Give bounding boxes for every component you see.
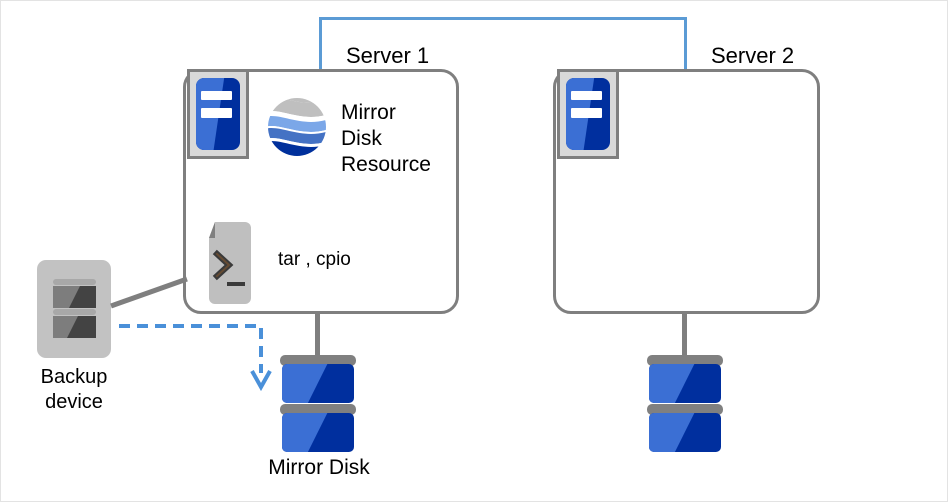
server-icon (187, 69, 249, 159)
mirror-disk-icon-server1 (280, 355, 356, 457)
interconnect-line-horizontal (319, 17, 687, 20)
server1-disk-connector (315, 313, 320, 359)
mdr-label-line2: Disk (341, 127, 382, 150)
backup-dataflow-arrow (119, 324, 272, 392)
interconnect-line-server2-drop (684, 17, 687, 69)
backup-device-link-line (110, 276, 188, 309)
server2-label: Server 2 (711, 43, 795, 68)
mirror-disk-label: Mirror Disk (268, 456, 370, 479)
mirror-disk-icon-server2 (647, 355, 723, 457)
server2-disk-connector (682, 313, 687, 359)
backup-label-line2: device (45, 391, 103, 413)
server-icon (557, 69, 619, 159)
mdr-label-line1: Mirror (341, 101, 396, 124)
backup-device-label: Backup device (18, 365, 130, 415)
backup-device-icon (37, 260, 111, 358)
script-terminal-icon (209, 222, 251, 304)
backup-label-line1: Backup (40, 366, 108, 388)
server1-label: Server 1 (346, 43, 430, 68)
script-tools-label: tar , cpio (278, 249, 351, 270)
mirror-disk-resource-icon (268, 98, 326, 156)
mirror-disk-resource-label: Mirror Disk Resource (341, 100, 431, 178)
interconnect-line-server1-drop (319, 17, 322, 69)
mdr-label-line3: Resource (341, 153, 431, 176)
